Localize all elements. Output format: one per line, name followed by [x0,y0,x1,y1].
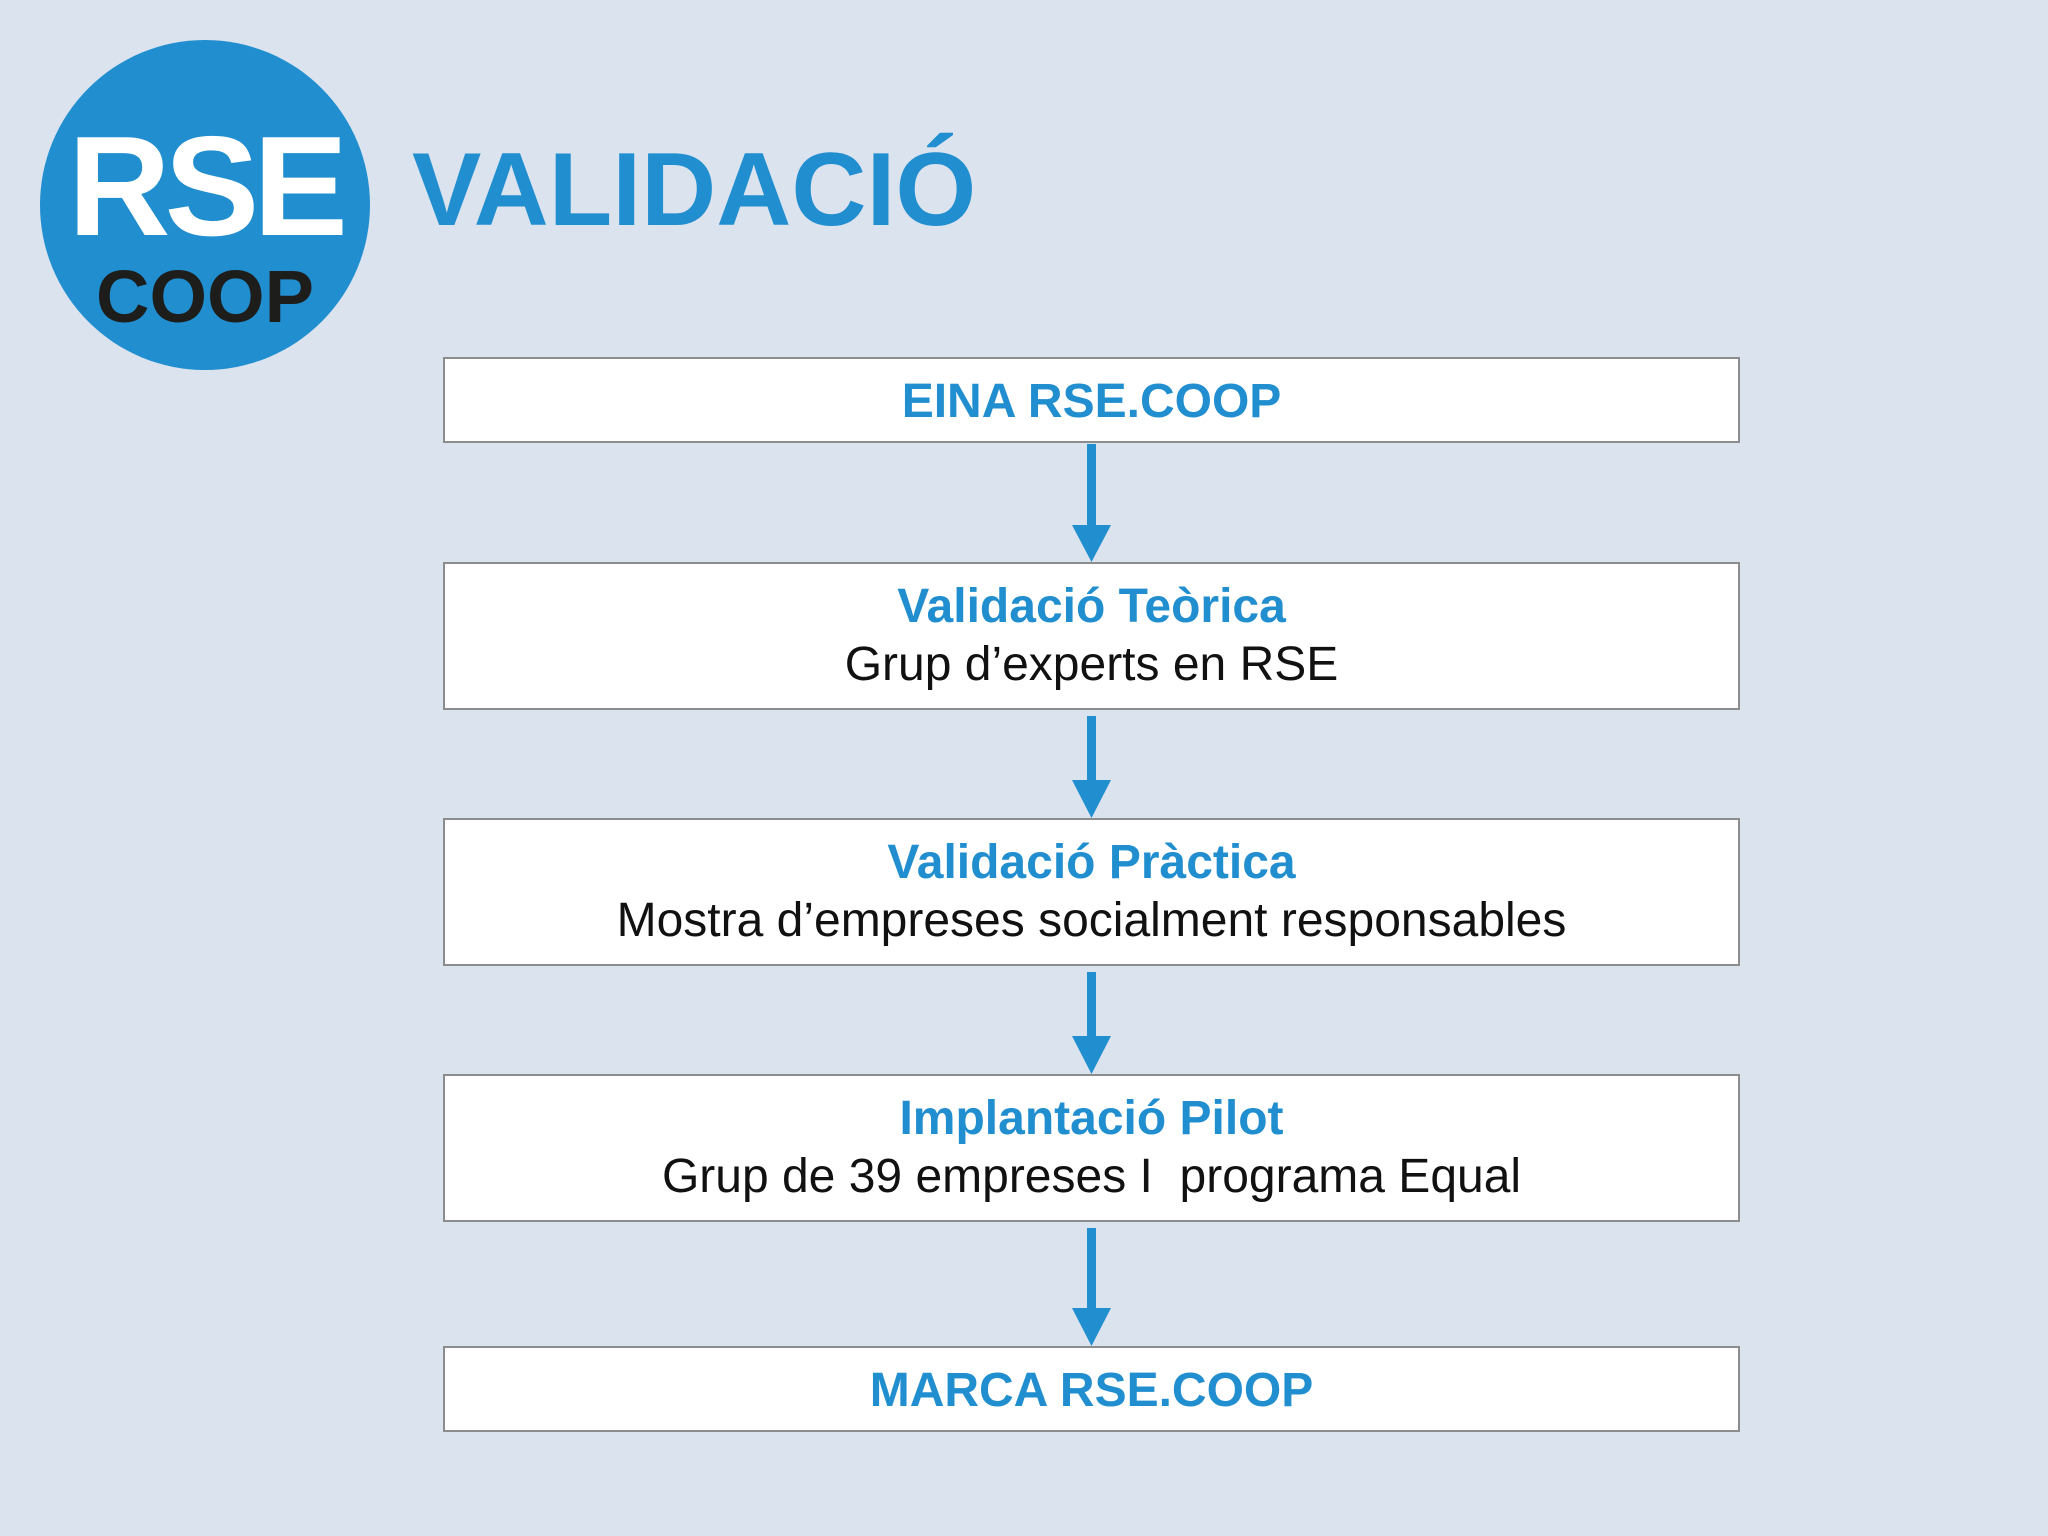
rse-coop-logo: RSE COOP [40,40,370,370]
flow-step-validacio-teorica-subtitle: Grup d’experts en RSE [844,637,1339,691]
flow-step-validacio-practica-subtitle: Mostra d’empreses socialment responsable… [616,893,1567,947]
arrow-step-4-to-5 [1072,1228,1111,1346]
logo-main-text: RSE [68,107,348,266]
flow-step-marca: MARCA RSE.COOP [443,1346,1740,1432]
flow-step-validacio-teorica: Validació Teòrica Grup d’experts en RSE [443,562,1740,710]
flow-step-implantacio-pilot-title: Implantació Pilot [899,1092,1284,1145]
flow-step-eina-title: EINA RSE.COOP [901,375,1282,428]
arrow-step-2-to-3 [1072,716,1111,818]
flow-step-validacio-practica: Validació Pràctica Mostra d’empreses soc… [443,818,1740,966]
page-title: VALIDACIÓ [412,132,977,248]
arrow-step-3-to-4 [1072,972,1111,1074]
arrow-step-1-to-2 [1072,444,1111,562]
flow-step-eina: EINA RSE.COOP [443,357,1740,443]
flow-step-validacio-practica-title: Validació Pràctica [887,836,1296,889]
flow-step-marca-title: MARCA RSE.COOP [869,1364,1314,1417]
flow-step-implantacio-pilot-subtitle: Grup de 39 empreses I programa Equal [661,1149,1522,1203]
flow-step-validacio-teorica-title: Validació Teòrica [897,580,1286,633]
flow-step-implantacio-pilot: Implantació Pilot Grup de 39 empreses I … [443,1074,1740,1222]
logo-sub-text: COOP [96,255,314,338]
